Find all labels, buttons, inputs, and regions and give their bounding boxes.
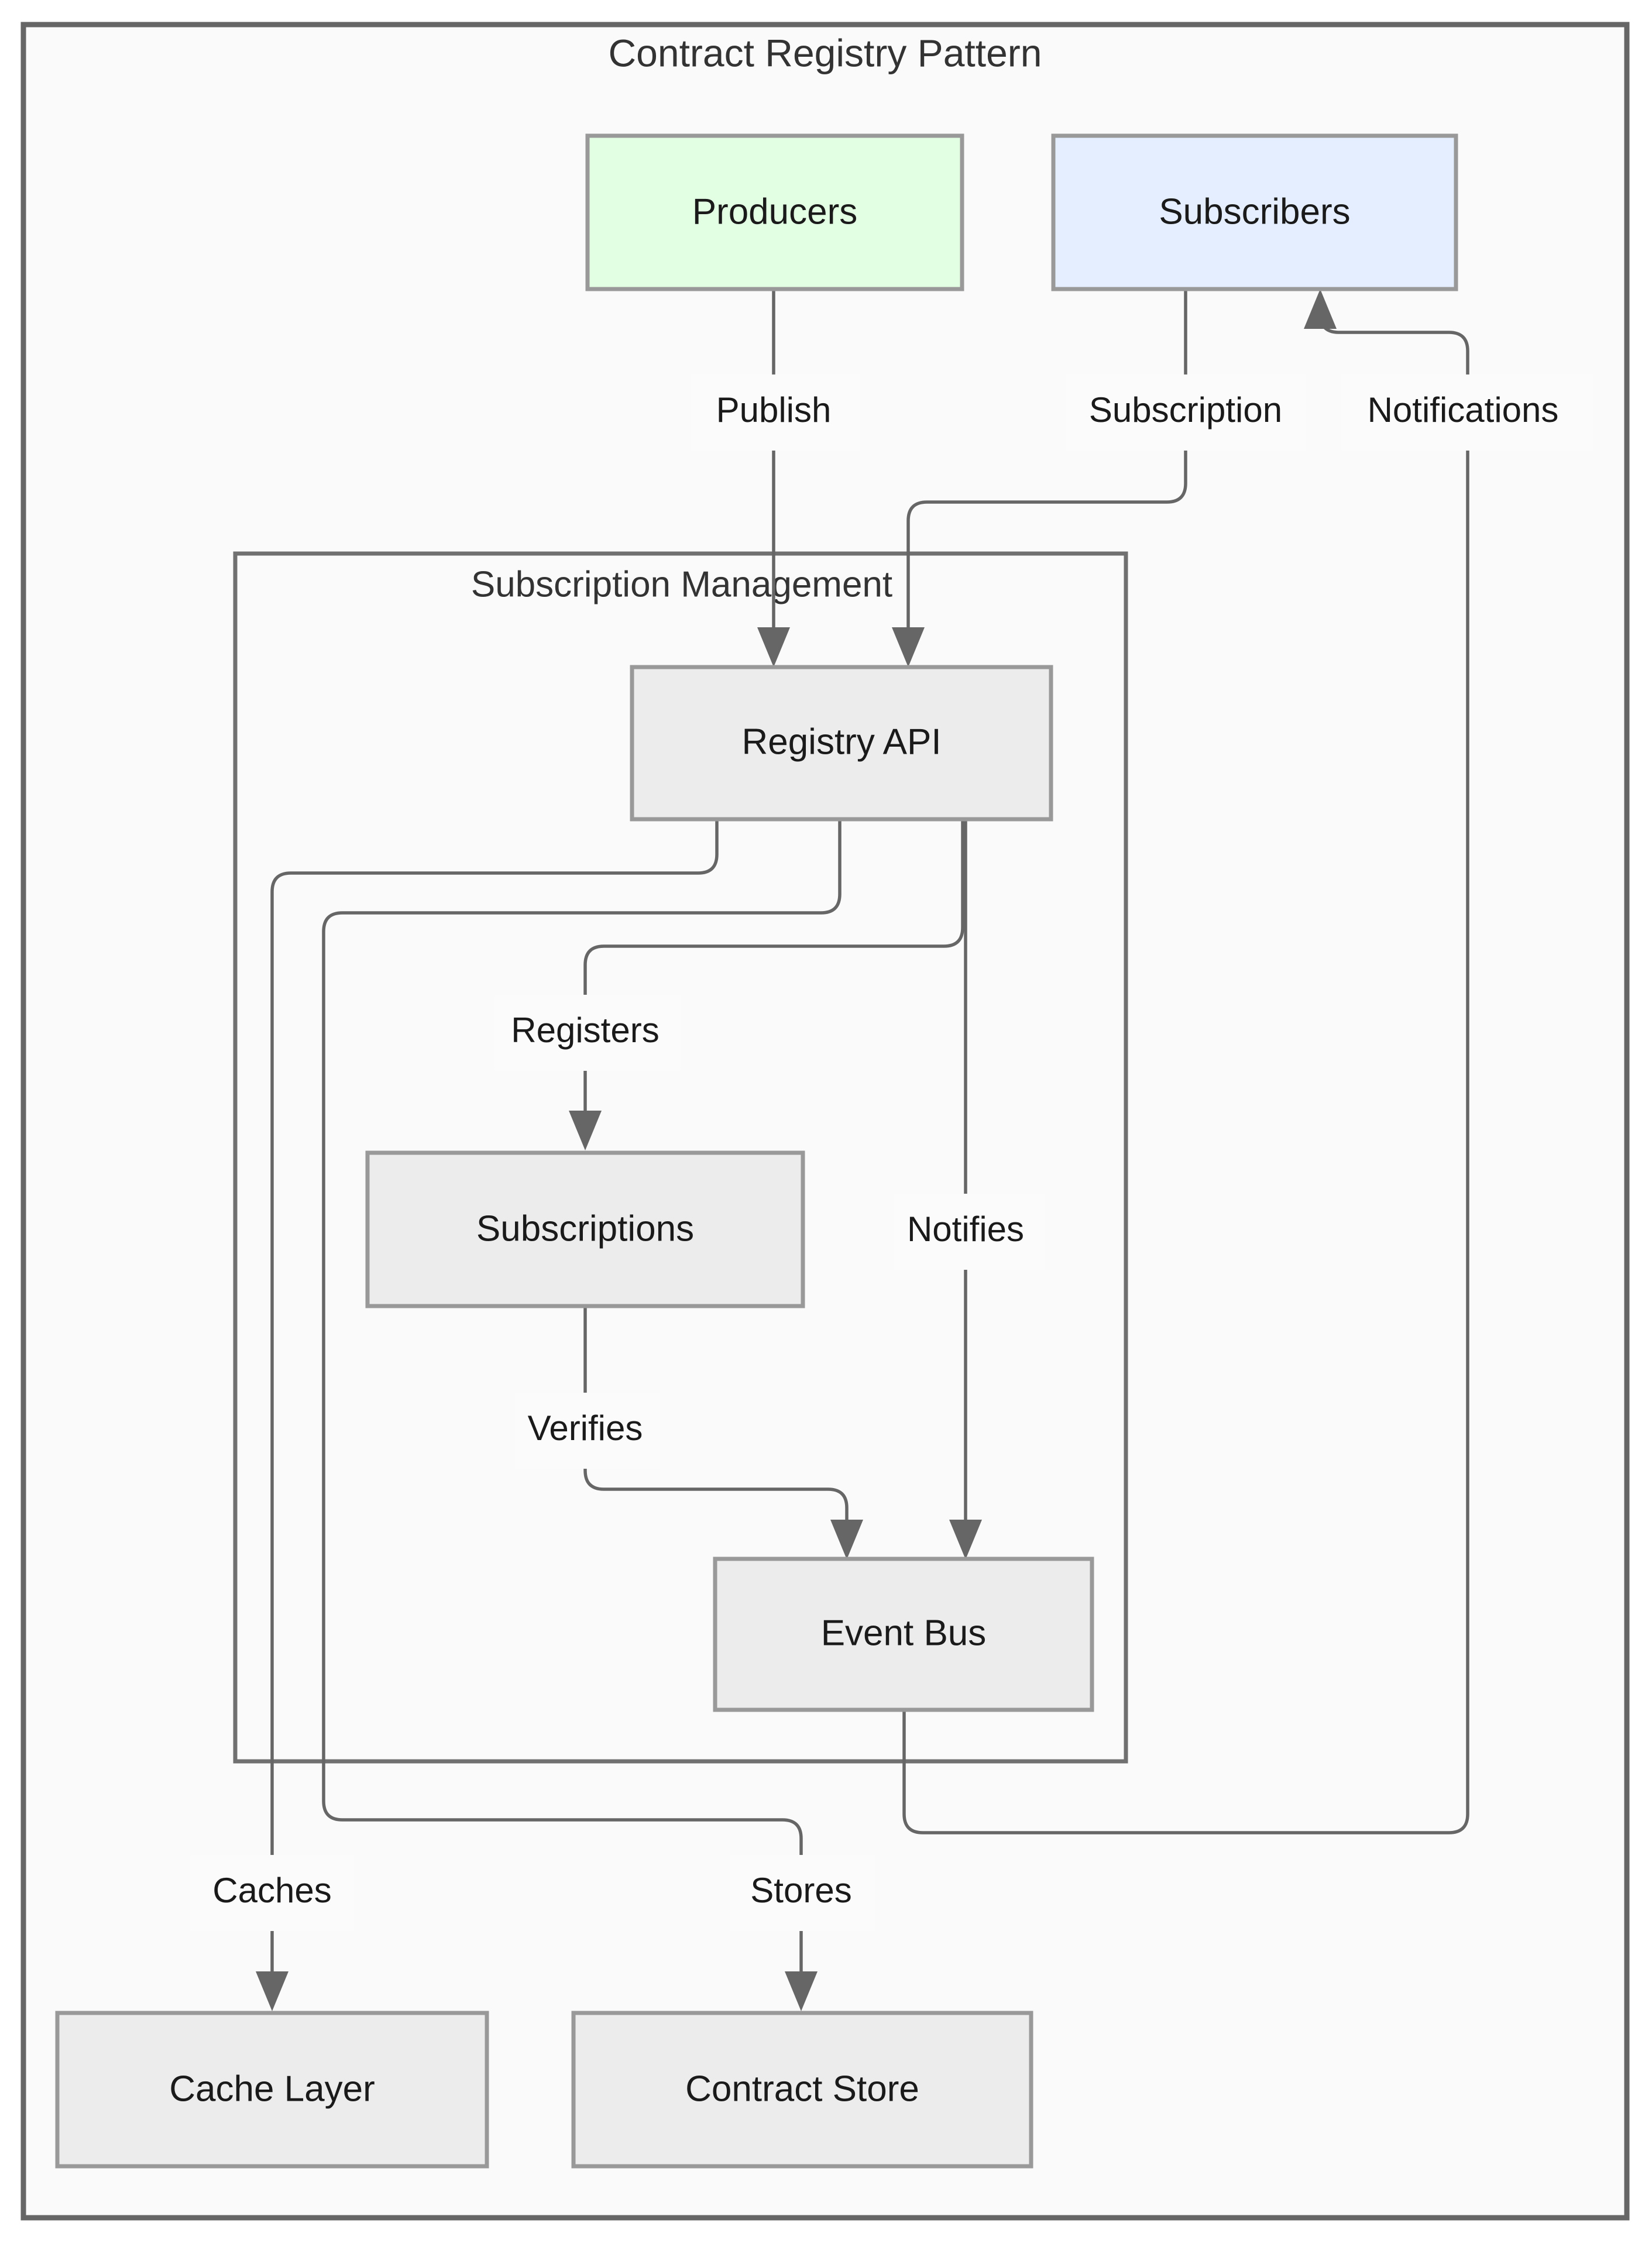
edge-notifications-arrowhead — [1304, 289, 1337, 329]
edge-caches — [256, 819, 719, 2011]
edge-verifies-arrowhead — [830, 1520, 863, 1559]
edge-label-verifies: Verifies — [528, 1408, 643, 1448]
edge-label-subscription-group: Subscription — [1066, 374, 1306, 451]
edge-label-notifies: Notifies — [907, 1210, 1024, 1249]
edge-label-stores-bg — [730, 1855, 875, 1931]
page-title: Contract Registry Pattern — [609, 31, 1042, 74]
node-registry-api-box[interactable] — [630, 665, 1053, 822]
edge-label-publish-bg — [691, 374, 860, 451]
edge-notifies — [949, 819, 982, 1559]
node-registry-api[interactable]: Registry API — [630, 665, 1053, 822]
edge-label-notifications-group: Notifications — [1341, 374, 1593, 451]
edge-label-publish-group: Publish — [691, 374, 860, 451]
edge-label-notifies-group: Notifies — [894, 1194, 1045, 1270]
node-subscriptions[interactable]: Subscriptions — [365, 1150, 805, 1308]
edge-notifications-line — [902, 310, 1469, 1834]
edge-subscription-line — [906, 289, 1187, 646]
edge-label-stores-group: Stores — [730, 1855, 875, 1931]
edge-label-stores: Stores — [750, 1871, 851, 1910]
edge-verifies-line — [583, 1306, 849, 1538]
node-subscriptions-box[interactable] — [365, 1150, 805, 1308]
node-subscribers[interactable]: Subscribers — [1051, 133, 1458, 291]
node-event-bus-label: Event Bus — [821, 1613, 987, 1653]
edge-label-registers-group: Registers — [494, 995, 681, 1071]
edge-label-verifies-bg — [515, 1393, 660, 1469]
edge-label-notifies-bg — [894, 1194, 1045, 1270]
edge-caches-line — [270, 819, 719, 1990]
edge-verifies — [583, 1306, 863, 1559]
edge-label-caches: Caches — [212, 1871, 331, 1910]
edge-label-notifications: Notifications — [1368, 390, 1559, 430]
node-producers-label: Producers — [692, 191, 858, 232]
node-registry-api-label: Registry API — [741, 721, 941, 762]
cluster-subscription-management-label: Subscription Management — [471, 564, 892, 604]
node-cache-layer[interactable]: Cache Layer — [55, 2011, 489, 2169]
edge-publish — [757, 289, 790, 667]
edge-caches-arrowhead — [256, 1971, 289, 2011]
edge-label-registers: Registers — [511, 1011, 659, 1050]
edge-subscription-arrowhead — [892, 627, 925, 667]
node-contract-store-label: Contract Store — [685, 2069, 919, 2109]
edge-label-caches-bg — [190, 1855, 354, 1931]
node-producers-box[interactable] — [585, 133, 964, 291]
node-event-bus[interactable]: Event Bus — [713, 1557, 1094, 1712]
edge-stores-line — [322, 819, 842, 1990]
node-cache-layer-box[interactable] — [55, 2011, 489, 2169]
node-producers[interactable]: Producers — [585, 133, 964, 291]
edge-subscription — [892, 289, 1187, 667]
node-contract-store[interactable]: Contract Store — [571, 2011, 1033, 2169]
edge-registers-arrowhead — [569, 1111, 602, 1150]
edge-registers — [569, 819, 964, 1150]
edge-stores-arrowhead — [785, 1971, 818, 2011]
edge-label-registers-bg — [494, 995, 681, 1071]
edge-registers-line — [583, 819, 964, 1129]
edge-stores — [322, 819, 842, 2011]
edge-notifications — [902, 289, 1469, 1834]
edge-notifies-arrowhead — [949, 1520, 982, 1559]
edge-publish-arrowhead — [757, 627, 790, 667]
node-subscriptions-label: Subscriptions — [476, 1208, 694, 1249]
node-cache-layer-label: Cache Layer — [169, 2069, 375, 2109]
edge-label-publish: Publish — [716, 390, 832, 430]
edge-label-caches-group: Caches — [190, 1855, 354, 1931]
node-subscribers-label: Subscribers — [1159, 191, 1350, 232]
node-event-bus-box[interactable] — [713, 1557, 1094, 1712]
node-subscribers-box[interactable] — [1051, 133, 1458, 291]
edge-label-subscription: Subscription — [1089, 390, 1282, 430]
edge-label-notifications-bg — [1341, 374, 1593, 451]
node-contract-store-box[interactable] — [571, 2011, 1033, 2169]
edge-label-verifies-group: Verifies — [515, 1393, 660, 1469]
edge-label-subscription-bg — [1066, 374, 1306, 451]
